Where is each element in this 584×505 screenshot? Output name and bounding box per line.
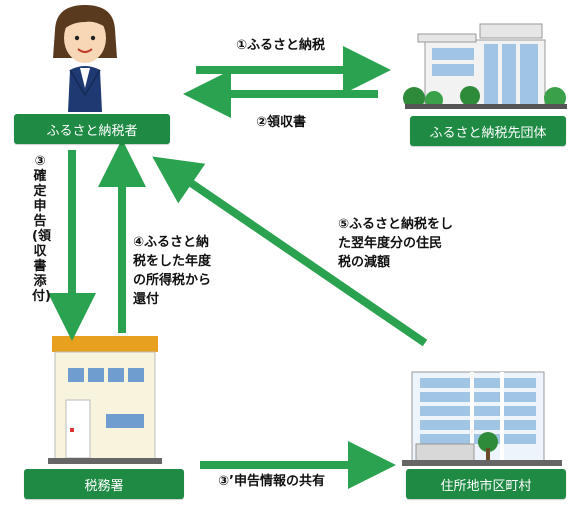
taxpayer-node: ふるさと納税者	[14, 114, 170, 144]
flow-label-f4: ④ふるさと納 税をした年度 の所得税から 還付	[133, 235, 212, 307]
tax-office-building-icon	[48, 336, 162, 464]
flow-label-f1: ①ふるさと納税	[236, 38, 326, 53]
arrow-f5	[152, 156, 428, 347]
flow-label-f5: ⑤ふるさと納税をし た翌年度分の住民 税の減額	[338, 217, 454, 270]
municipality-node: 住所地市区町村	[406, 469, 566, 499]
flow-label-f3: ③確定申告(領収書添付)	[32, 154, 51, 304]
flow-label-f2: ②領収書	[256, 115, 307, 130]
city-hall-building-icon	[402, 371, 562, 466]
person-icon	[53, 5, 117, 112]
flow-label-f3p: ③’申告情報の共有	[218, 474, 325, 489]
tax-office-node: 税務署	[24, 469, 184, 499]
office-building-icon	[403, 23, 567, 109]
recipient-node: ふるさと納税先団体	[410, 116, 566, 146]
